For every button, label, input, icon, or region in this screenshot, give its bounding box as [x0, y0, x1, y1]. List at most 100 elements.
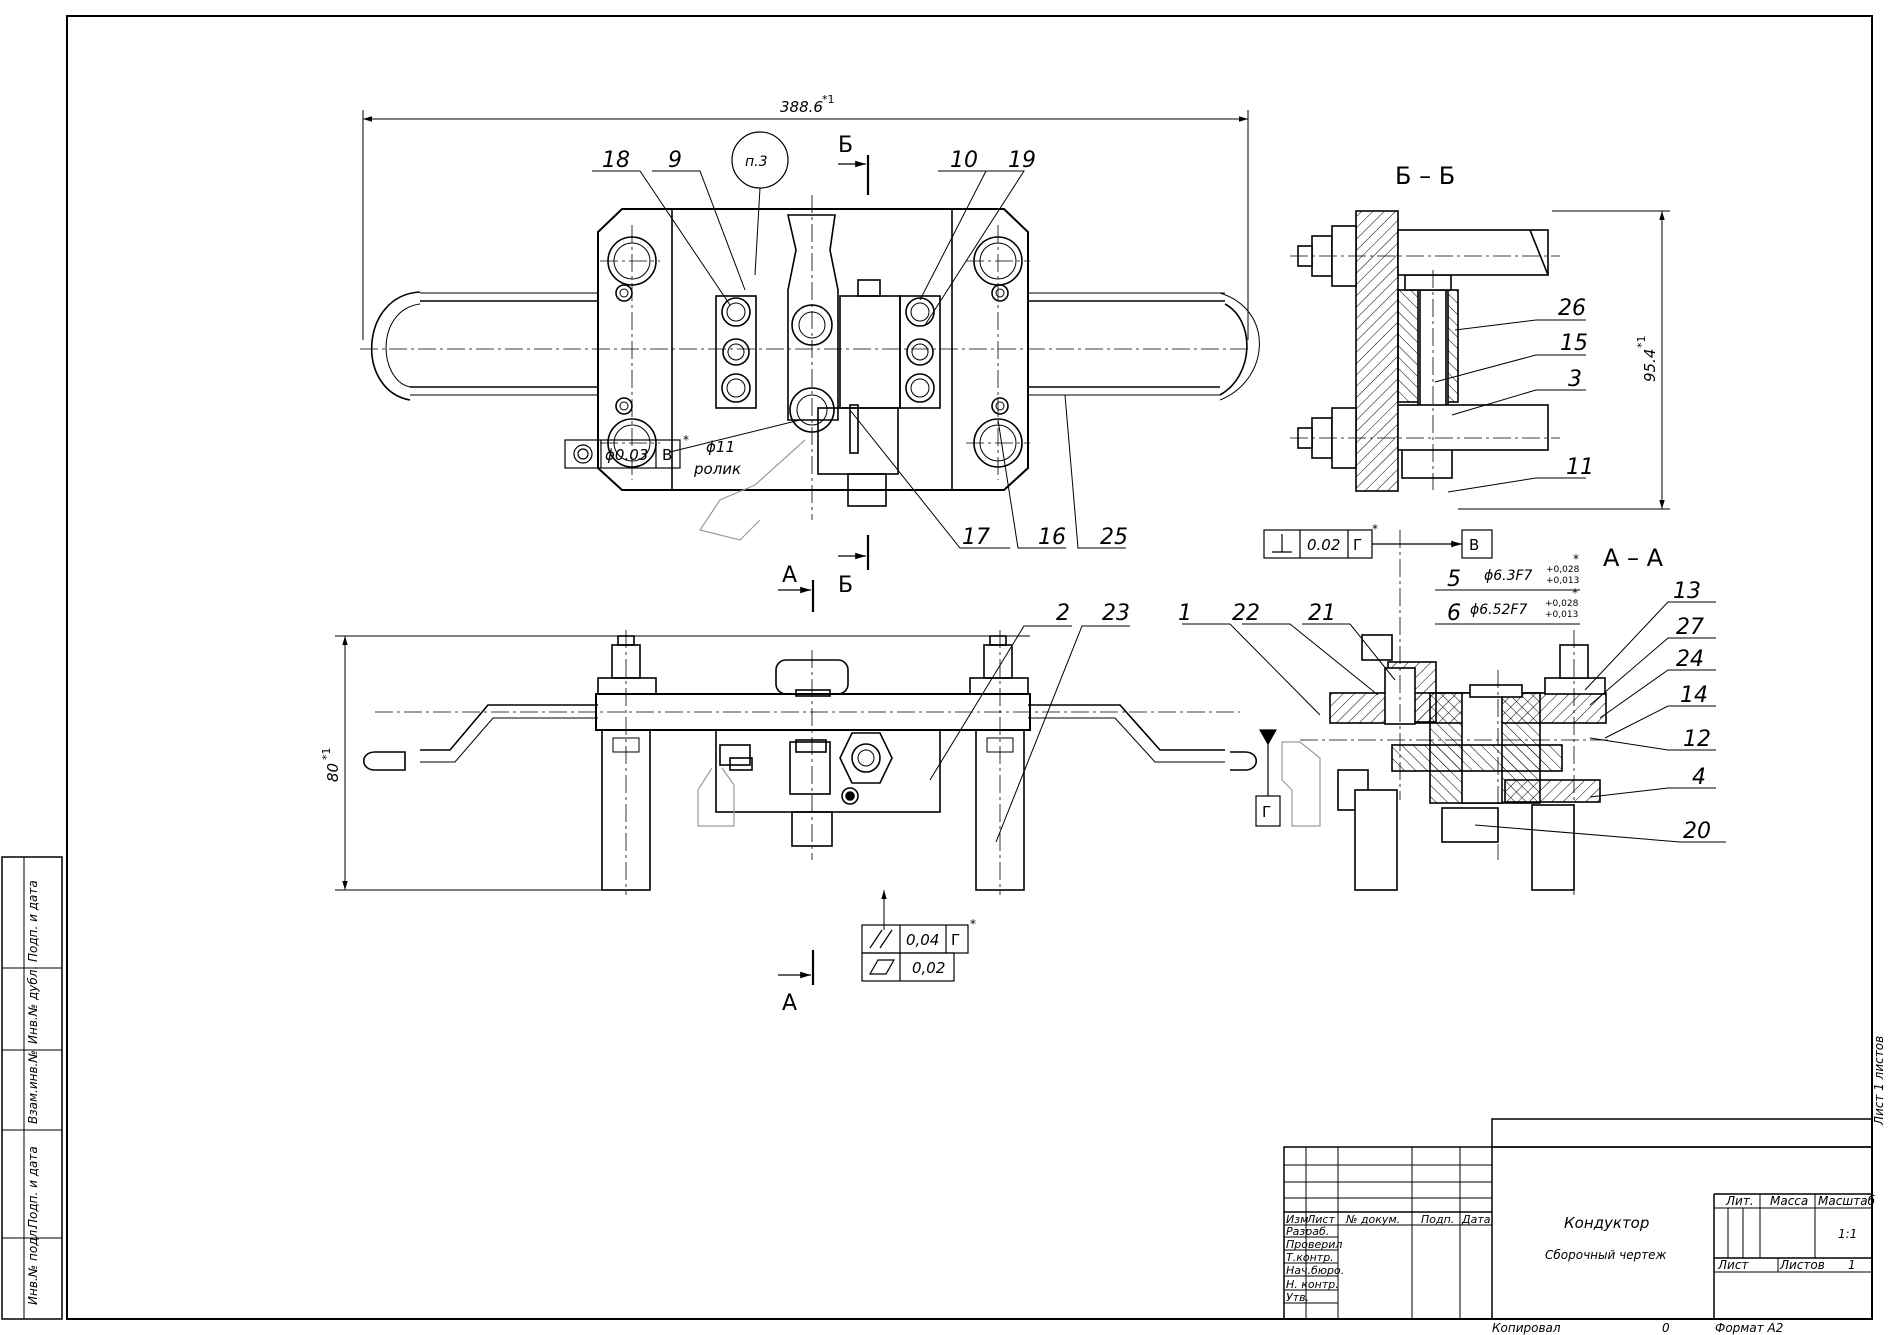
- sheets-label: Листов: [1779, 1258, 1825, 1272]
- position-14: 14: [1680, 683, 1708, 708]
- position-5: 5: [1447, 567, 1461, 592]
- role-utv: Утв.: [1286, 1291, 1309, 1304]
- dimension-height-right-suffix: *1: [1635, 336, 1648, 349]
- position-9: 9: [668, 148, 682, 173]
- parallelism-frame: [861, 924, 969, 982]
- section-bb-view: [1297, 210, 1549, 492]
- role-nachburo: Нач.бюро.: [1286, 1264, 1344, 1277]
- front-view: [362, 635, 1258, 891]
- role-nkontr: Н. контр.: [1286, 1278, 1339, 1291]
- fit1-upper: +0,028: [1546, 565, 1580, 575]
- right-sheet-note: Лист 1 листов: [1872, 1036, 1886, 1126]
- dimension-height-left-suffix: *1: [320, 748, 333, 761]
- sheets-value: 1: [1848, 1258, 1856, 1272]
- rev-header-podp: Подп.: [1421, 1213, 1454, 1226]
- fit2-lower: +0,013: [1545, 610, 1578, 620]
- section-aa-title: А – А: [1603, 544, 1664, 572]
- position-10: 10: [950, 148, 978, 173]
- position-27: 27: [1676, 615, 1704, 640]
- cut-label-b-bottom: Б: [838, 573, 853, 598]
- position-2: 2: [1056, 601, 1070, 626]
- note-p3-text: п.3: [745, 154, 768, 170]
- position-25: 25: [1100, 525, 1128, 550]
- sheet-label: Лист: [1717, 1258, 1749, 1272]
- front-view-centerlines: [375, 630, 1240, 895]
- position-21: 21: [1308, 601, 1336, 626]
- scale-value: 1:1: [1838, 1227, 1857, 1241]
- cut-label-b-top: Б: [838, 133, 853, 158]
- position-22: 22: [1232, 601, 1260, 626]
- parallelism-datum: Г: [951, 931, 960, 949]
- datum-g-label: Г: [1262, 803, 1271, 821]
- datum-g-marker: [1255, 729, 1281, 827]
- position-18: 18: [602, 148, 630, 173]
- concentricity-frame: [564, 439, 681, 469]
- position-16: 16: [1038, 525, 1066, 550]
- section-bb-centerlines: [1290, 255, 1560, 490]
- position-20: 20: [1683, 819, 1711, 844]
- strip-label-vzam-inv: Взам.инв.№: [26, 1050, 40, 1124]
- position-24: 24: [1676, 647, 1704, 672]
- perpendicularity-frame: [1263, 529, 1493, 559]
- cut-label-a-top: А: [782, 563, 797, 588]
- strip-label-inv-podl: Инв.№ подл.: [26, 1226, 40, 1305]
- parallelism-value: 0,04: [906, 931, 939, 949]
- perpendicularity-value: 0.02: [1307, 536, 1340, 554]
- title-block-text: Изм Лист № докум. Подп. Дата Разраб. Про…: [1286, 1194, 1876, 1335]
- rev-header-izm: Изм: [1286, 1213, 1308, 1226]
- col-lit: Лит.: [1725, 1194, 1754, 1208]
- flatness-value: 0,02: [912, 959, 945, 977]
- format-label: Формат A2: [1715, 1321, 1783, 1335]
- cut-label-a-bottom: А: [782, 991, 797, 1016]
- role-proveril: Проверил: [1286, 1238, 1342, 1251]
- copied-value: 0: [1662, 1321, 1670, 1335]
- position-12: 12: [1683, 727, 1711, 752]
- dimension-height-right: 95.4: [1641, 349, 1659, 382]
- rev-header-doc: № докум.: [1345, 1213, 1400, 1226]
- position-4: 4: [1692, 765, 1706, 790]
- position-26: 26: [1558, 296, 1586, 321]
- fit1-label: ϕ6.3F7: [1484, 568, 1533, 584]
- parallelism-star: *: [970, 917, 976, 931]
- rev-header-data: Дата: [1461, 1213, 1491, 1226]
- title-block: [1283, 1118, 1873, 1320]
- dimension-width-value: 388.6: [780, 98, 823, 116]
- strip-label-podp-data-1: Подп. и дата: [26, 1146, 40, 1228]
- front-view-leaders: [929, 625, 1130, 843]
- roller-label: ролик: [693, 460, 741, 478]
- section-bb-dimension: [1458, 210, 1670, 510]
- section-aa-centerlines: [1300, 530, 1610, 895]
- position-3: 3: [1568, 367, 1582, 392]
- strip-label-podp-data-2: Подп. и дата: [26, 880, 40, 962]
- fit1-lower: +0,013: [1546, 576, 1579, 586]
- role-tkontr: Т.контр.: [1286, 1251, 1334, 1264]
- dimension-height-left: 80: [324, 763, 342, 782]
- copied-label: Копировал: [1492, 1321, 1561, 1335]
- strip-label-inv-dubl: Инв.№ дубл.: [26, 966, 40, 1044]
- position-13: 13: [1673, 579, 1701, 604]
- concentricity-value: ϕ0.03: [605, 446, 648, 464]
- side-strip: Инв.№ подл. Подп. и дата Взам.инв.№ Инв.…: [1, 856, 63, 1320]
- note-p3-bubble: п.3: [731, 131, 789, 276]
- fit2-star: *: [1572, 586, 1578, 600]
- top-view-centerlines: [360, 195, 1250, 520]
- position-15: 15: [1560, 331, 1588, 356]
- col-scale: Масштаб: [1818, 1194, 1876, 1208]
- concentricity-datum: В: [662, 446, 672, 464]
- perpendicularity-star: *: [1372, 522, 1378, 536]
- dimension-width-suffix: *1: [822, 93, 835, 106]
- fit1-star: *: [1573, 552, 1579, 566]
- phantom-roller: [699, 439, 806, 541]
- document-name: Кондуктор: [1564, 1214, 1649, 1232]
- top-view: [370, 208, 1260, 507]
- perpendicularity-datum: Г: [1353, 536, 1362, 554]
- position-1: 1: [1178, 601, 1192, 626]
- section-bb-title: Б – Б: [1395, 162, 1455, 190]
- front-view-dimension: [335, 635, 1030, 930]
- phantom-clamp-section: [1281, 741, 1321, 827]
- dimension-width: [362, 110, 1249, 340]
- position-6: 6: [1447, 601, 1461, 626]
- position-11: 11: [1566, 455, 1594, 480]
- cut-line-b: [838, 155, 870, 570]
